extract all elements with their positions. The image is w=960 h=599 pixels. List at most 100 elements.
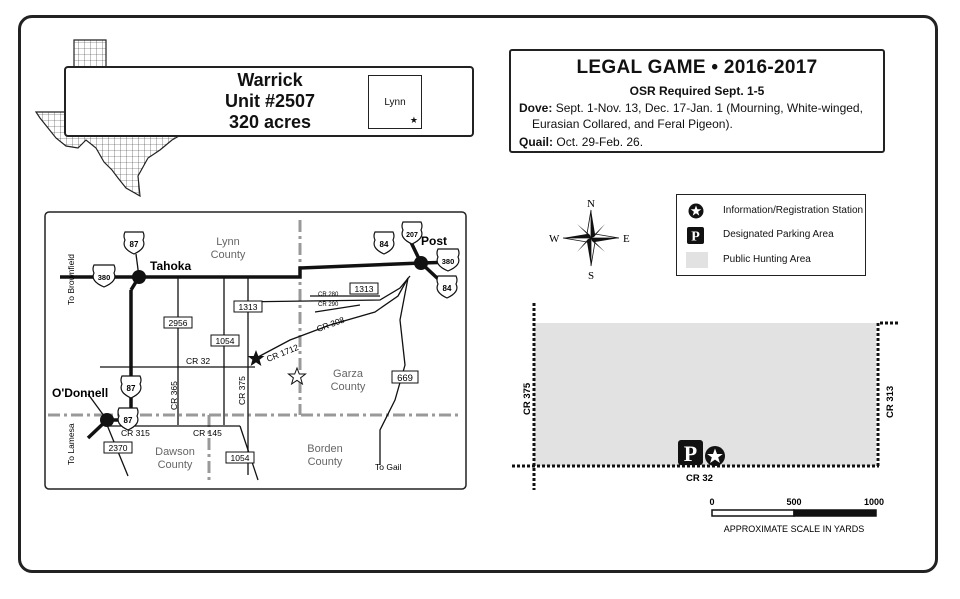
site-road-cr375: CR 375 [522, 382, 533, 415]
us-380-shield: 380 [92, 264, 116, 288]
direction-lamesa: To Lamesa [66, 423, 76, 465]
compass-e: E [623, 233, 630, 245]
us-84-shield: 84 [373, 231, 395, 255]
sh-207-shield: 207 [401, 221, 423, 245]
legend-item-info-station: Information/Registration Station [677, 202, 867, 222]
svg-text:P: P [684, 441, 697, 466]
farm-road-labels: 1313 1313 2956 1054 1054 669 2370 [103, 282, 419, 464]
site-parking-icon: P [678, 440, 703, 466]
compass-n: N [587, 198, 595, 210]
dove-label: Dove: [519, 101, 553, 115]
svg-text:207: 207 [406, 232, 418, 239]
fm-2956-label: 2956 [163, 316, 193, 329]
fm-1313-label: 1313 [233, 300, 263, 313]
town-post: Post [421, 234, 447, 248]
cr-375-label: CR 375 [237, 376, 247, 405]
map-frame [18, 15, 938, 573]
unit-name: Warrick [237, 70, 303, 90]
unit-title: Warrick Unit #2507 320 acres [190, 70, 350, 133]
svg-text:P: P [691, 230, 700, 245]
quail-season: Quail: Oct. 29-Feb. 26. [519, 134, 875, 150]
site-roads [512, 303, 898, 490]
dove-season: Dove: Sept. 1-Nov. 13, Dec. 17-Jan. 1 (M… [519, 100, 875, 116]
us-87-south-shield: 87 [120, 375, 142, 399]
quail-label: Quail: [519, 135, 554, 149]
svg-text:1054: 1054 [231, 453, 250, 463]
town-odonnell: O'Donnell [52, 386, 108, 400]
site-star-icon [247, 350, 265, 366]
svg-text:84: 84 [380, 240, 389, 249]
fm-2370-label: 2370 [103, 441, 133, 454]
svg-text:669: 669 [397, 373, 413, 384]
svg-text:1054: 1054 [216, 336, 235, 346]
scale-tick-1000: 1000 [864, 497, 884, 507]
legend-label: Designated Parking Area [723, 229, 834, 240]
quail-dates: Oct. 29-Feb. 26. [556, 135, 644, 149]
parking-p-icon: P [687, 227, 704, 244]
compass-rose-icon: N S E W [549, 198, 630, 282]
legend-item-hunting-area: Public Hunting Area [677, 251, 867, 271]
site-star-outline-icon [287, 366, 307, 386]
svg-text:87: 87 [124, 416, 133, 425]
odonnell-marker [100, 413, 114, 427]
svg-text:2956: 2956 [169, 318, 188, 328]
us-87-shield: 87 [123, 231, 145, 255]
cr-290-label: CR 290 [318, 302, 339, 308]
unit-acreage: 320 acres [228, 112, 312, 132]
county-inset-label: Lynn [384, 97, 406, 108]
fm-1054-label: 1054 [210, 334, 240, 347]
county-location-star-icon: ★ [409, 115, 418, 125]
scale-tick-0: 0 [709, 497, 714, 507]
svg-text:380: 380 [442, 257, 455, 266]
legend-label: Public Hunting Area [723, 254, 811, 265]
svg-text:1313: 1313 [239, 302, 258, 312]
vicinity-map-border [44, 211, 467, 490]
svg-text:87: 87 [127, 384, 136, 393]
legal-game-box: LEGAL GAME • 2016-2017 OSR Required Sept… [509, 49, 885, 153]
cr-315-label: CR 315 [121, 428, 150, 438]
legal-game-title: LEGAL GAME • 2016-2017 [576, 57, 818, 78]
svg-text:380: 380 [98, 273, 111, 282]
scale-label: APPROXIMATE SCALE IN YARDS [724, 524, 865, 534]
fm-669-label: 669 [391, 370, 419, 384]
cr-365-label: CR 365 [169, 381, 179, 410]
us-highway-shields: 87 380 84 207 380 84 87 87 [92, 221, 460, 431]
post-marker [414, 256, 428, 270]
legend: Information/Registration Station P Desig… [676, 194, 866, 276]
svg-text:84: 84 [443, 284, 452, 293]
svg-text:87: 87 [130, 240, 139, 249]
town-tahoka: Tahoka [150, 259, 191, 273]
direction-gail: To Gail [375, 462, 402, 472]
compass-s: S [588, 270, 594, 282]
info-star-icon [688, 203, 704, 219]
tahoka-marker [132, 270, 146, 284]
svg-text:2370: 2370 [109, 443, 128, 453]
svg-text:1313: 1313 [355, 284, 374, 294]
scale-bar: 0 500 1000 APPROXIMATE SCALE IN YARDS [709, 497, 884, 534]
us-84-east-shield: 84 [436, 275, 458, 299]
cr-145-label: CR 145 [193, 428, 222, 438]
cr-32-label: CR 32 [186, 356, 210, 366]
legend-label: Information/Registration Station [723, 205, 864, 216]
direction-brownfield: To Brownfield [66, 254, 76, 305]
hunting-area-swatch [686, 252, 708, 268]
scale-tick-500: 500 [786, 497, 801, 507]
osr-note: OSR Required Sept. 1-5 [629, 84, 765, 98]
county-inset: Lynn ★ [368, 75, 422, 129]
fm-1313-east-label: 1313 [349, 282, 379, 295]
dove-species: Eurasian Collared, and Feral Pigeon). [532, 117, 733, 131]
us-87-odonnell-shield: 87 [117, 407, 139, 431]
compass-w: W [549, 233, 560, 245]
site-road-cr32: CR 32 [686, 473, 713, 484]
legend-item-parking: P Designated Parking Area [677, 226, 867, 246]
unit-number: Unit #2507 [224, 91, 316, 111]
us-380-east-shield: 380 [436, 248, 460, 272]
cr-280-label: CR 280 [318, 292, 339, 298]
